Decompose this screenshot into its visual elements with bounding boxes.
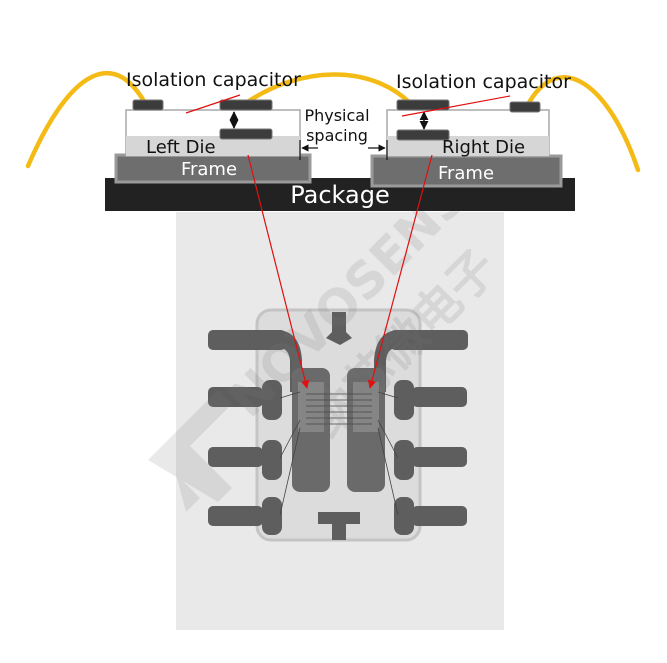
- bond-wire-right-outer: [524, 75, 641, 173]
- label-physical-spacing-line1: Physical: [304, 106, 369, 125]
- left-die-substrate: [126, 136, 300, 156]
- pointer-isolation-right: [401, 95, 511, 117]
- bottom-tab: [318, 512, 360, 540]
- watermark-logo: [148, 390, 232, 512]
- pointer-left-die-xray: [247, 154, 310, 389]
- label-isolation-capacitor-left: Isolation capacitor: [126, 69, 301, 91]
- pointer-right-die-xray: [367, 154, 433, 389]
- label-frame-left: Frame: [181, 159, 237, 180]
- right-die-substrate: [387, 136, 549, 156]
- bond-pad-left: [132, 99, 164, 111]
- capacitor-plates: [132, 99, 541, 141]
- bond-wire-center: [243, 72, 413, 106]
- cap-plate-left-bottom: [219, 128, 273, 140]
- label-package: Package: [290, 181, 389, 209]
- pointer-isolation-left: [185, 94, 241, 114]
- cap-plate-right-top: [396, 99, 450, 111]
- bond-wire-left-outer: [25, 70, 148, 169]
- bond-wires: [25, 70, 641, 173]
- bond-pad-right: [509, 101, 541, 113]
- label-frame-right: Frame: [438, 163, 494, 184]
- xray-image: [176, 212, 504, 630]
- physical-spacing-dimension: [299, 140, 388, 160]
- cap-plate-right-bottom: [396, 129, 450, 141]
- capacitor-gap-arrows: [229, 111, 429, 130]
- label-left-die: Left Die: [146, 137, 216, 158]
- label-isolation-capacitor-right: Isolation capacitor: [396, 71, 571, 93]
- right-leads: [374, 330, 468, 535]
- label-physical-spacing-line2: spacing: [306, 126, 368, 145]
- top-tab: [326, 312, 352, 345]
- pointer-lines: [185, 94, 511, 389]
- cap-plate-left-top: [219, 99, 273, 111]
- frame-right: [370, 154, 563, 188]
- label-right-die: Right Die: [442, 137, 525, 158]
- xray-bond-wires: [279, 391, 399, 516]
